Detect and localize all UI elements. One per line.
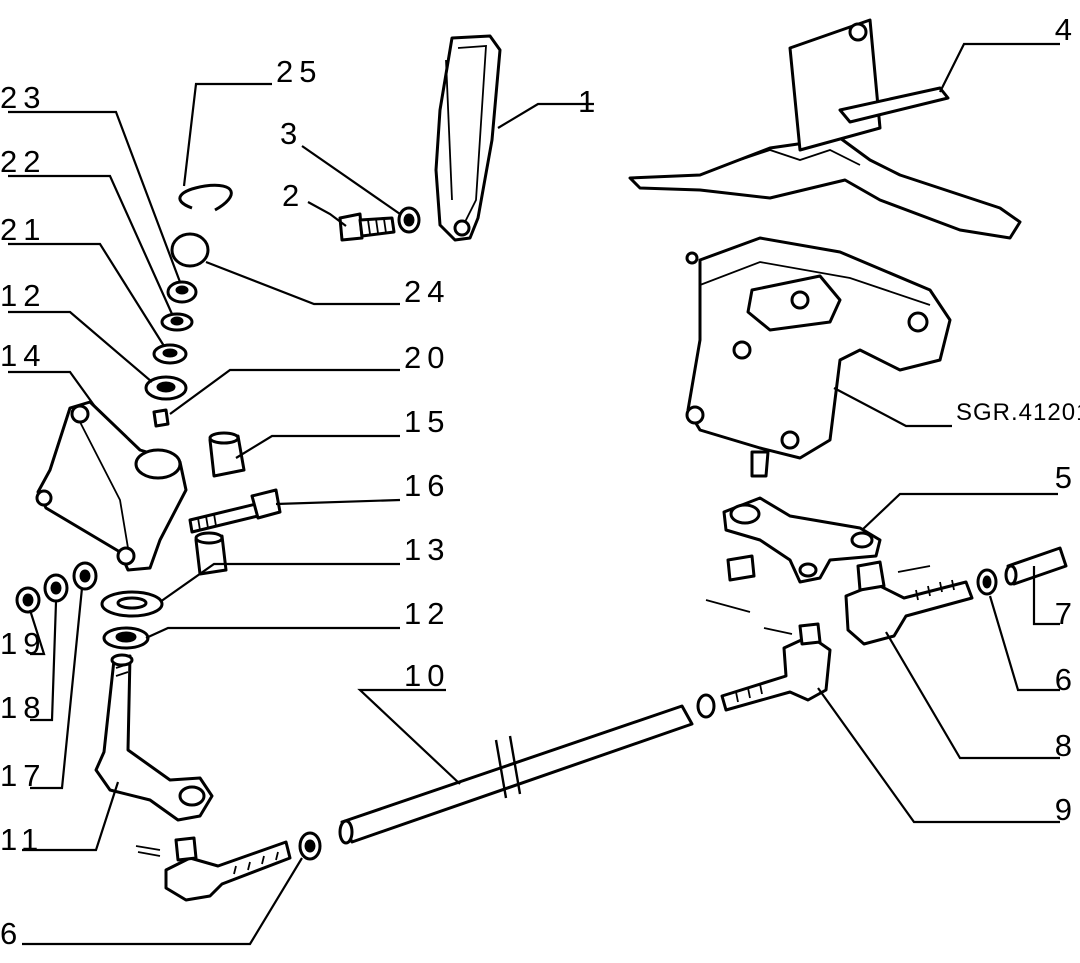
pedal-housing-assembly (685, 236, 952, 478)
callout-11: 11 (0, 822, 44, 857)
callout-25: 25 (276, 54, 322, 89)
part-19-nut (15, 586, 41, 614)
part-21-washer (152, 343, 188, 365)
part-5-pitman-arm (722, 496, 882, 584)
callout-16: 16 (404, 468, 450, 503)
part-8-ball-joint (844, 560, 974, 646)
part-2-bolt (338, 212, 396, 242)
ball-joint-bottom-left (135, 836, 292, 902)
part-24-cap (170, 232, 210, 268)
part-6-nut-bottom (298, 831, 322, 861)
part-11-idler-arm (94, 653, 214, 822)
part-12-washer-top (144, 375, 188, 401)
callout-4: 4 (1055, 12, 1078, 47)
part-1-pedal-lever (434, 34, 502, 242)
part-7-pin (1004, 546, 1068, 586)
part-13-seal (100, 590, 164, 618)
callout-20: 20 (404, 340, 450, 375)
part-12-washer-bottom (102, 626, 150, 650)
part-17-washer (72, 561, 98, 591)
part-15-bushing-bottom (194, 531, 228, 576)
callout-23: 23 (0, 80, 46, 115)
part-3-washer (397, 206, 421, 234)
part-23-nut (166, 280, 198, 304)
part-4-bracket-plate (628, 18, 1022, 240)
callout-2: 2 (282, 178, 305, 213)
part-16-bolt (188, 488, 282, 534)
part-15-bushing-top (208, 431, 246, 478)
callout-12-top: 12 (0, 278, 46, 313)
callout-13: 13 (404, 532, 450, 567)
part-9-ball-joint (696, 599, 832, 719)
callout-15: 15 (404, 404, 450, 439)
callout-19: 19 (0, 626, 46, 661)
callout-8: 8 (1055, 728, 1078, 763)
callout-21: 21 (0, 212, 46, 247)
part-18-washer (43, 573, 69, 603)
part-20-grease-nipple (152, 408, 170, 428)
callout-6-bottom: 6 (0, 916, 23, 951)
callout-6-right: 6 (1055, 662, 1078, 697)
callout-22: 22 (0, 144, 46, 179)
callout-1: 1 (578, 84, 601, 119)
part-14-support-bracket (35, 400, 188, 572)
callout-24: 24 (404, 274, 450, 309)
callout-12-bottom: 12 (404, 596, 450, 631)
part-10-tie-rod (338, 704, 694, 845)
reference-code: SGR.41201 (956, 399, 1080, 426)
part-25-circlip (178, 183, 233, 212)
callout-10: 10 (404, 658, 450, 693)
leader-lines (8, 42, 1060, 946)
callout-3: 3 (280, 116, 303, 151)
part-22-washer (160, 312, 194, 332)
callout-17: 17 (0, 758, 46, 793)
callout-5: 5 (1055, 460, 1078, 495)
callout-9: 9 (1055, 792, 1078, 827)
callout-18: 18 (0, 690, 46, 725)
part-6-washer-right (976, 568, 998, 596)
callout-labels: 1 2 3 4 5 6 6 7 8 9 10 11 12 12 13 14 15… (0, 12, 1080, 951)
callout-14: 14 (0, 338, 46, 373)
callout-7: 7 (1055, 596, 1078, 631)
